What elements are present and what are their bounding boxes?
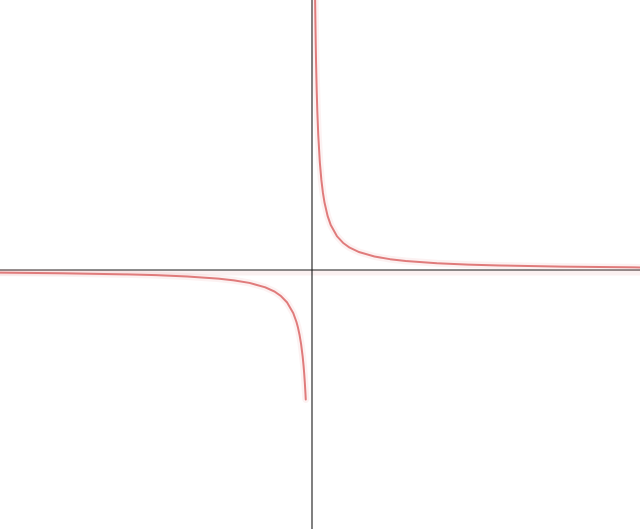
curve-group — [0, 0, 640, 403]
curve-branch-shadow-1 — [0, 269, 310, 403]
curve-branch-shadow-2 — [311, 0, 640, 271]
curve-branch-2 — [314, 0, 640, 269]
curve-branch-1 — [0, 271, 307, 401]
